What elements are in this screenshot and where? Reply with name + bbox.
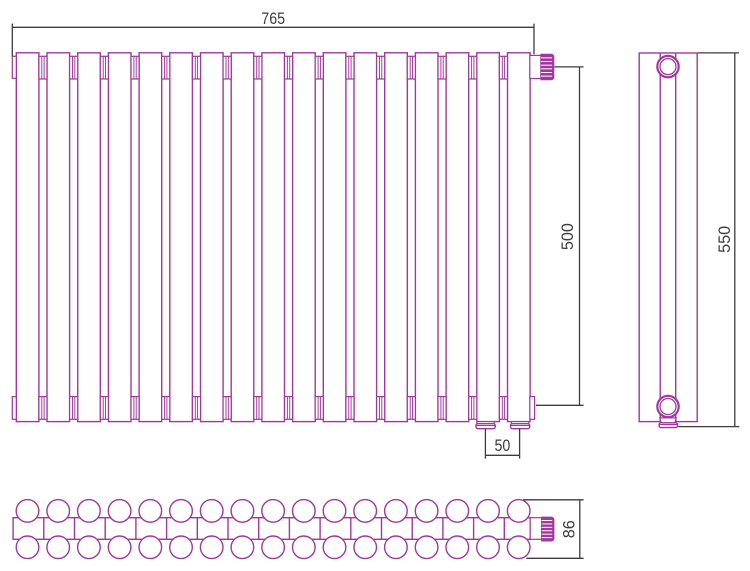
svg-text:765: 765 — [261, 10, 285, 28]
svg-text:50: 50 — [494, 437, 510, 455]
svg-text:550: 550 — [716, 226, 734, 253]
svg-text:86: 86 — [561, 520, 579, 538]
svg-text:500: 500 — [559, 223, 577, 250]
